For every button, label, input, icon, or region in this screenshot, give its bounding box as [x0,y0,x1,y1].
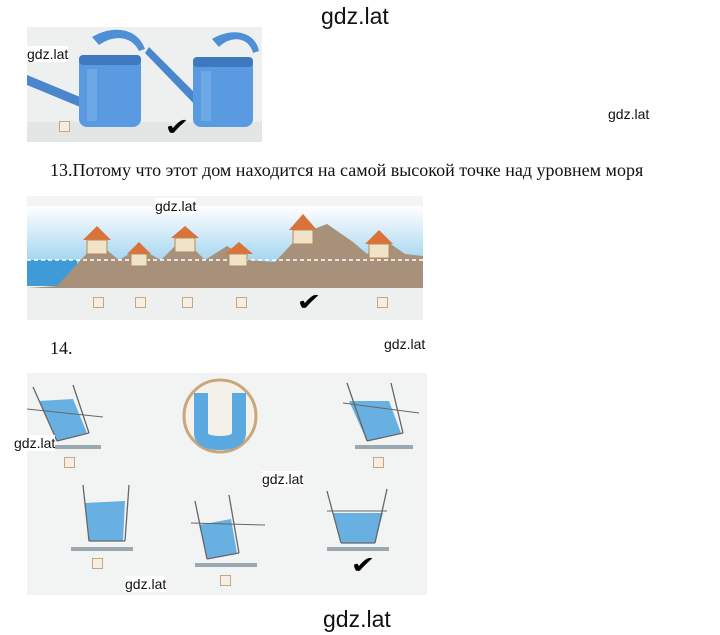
vessel-3-icon [71,484,133,551]
house-6-icon [365,230,393,259]
watermark-top: gdz.lat [321,3,389,30]
houses-illustration [27,196,423,320]
checkbox-house-6[interactable] [377,297,388,308]
checkbox-vessel-4[interactable] [220,575,231,586]
watermark-houses: gdz.lat [155,198,197,214]
house-2-icon [127,242,151,267]
house-5-icon [289,214,317,245]
checkbox-vessel-3[interactable] [92,558,103,569]
checkmark-vessel-6: ✔ [350,551,376,579]
vessel-6-icon [326,488,389,551]
house-1-icon [83,226,111,255]
vessel-2-icon [342,382,420,449]
checkmark-house-5: ✔ [296,288,322,316]
watering-cans-panel: ✔ gdz.lat [27,27,262,142]
watermark-right-2: gdz.lat [384,336,426,352]
house-3-icon [171,226,199,253]
checkmark-can-right: ✔ [164,113,190,141]
watermark-bottom: gdz.lat [323,606,391,633]
vessel-1-icon [26,384,104,449]
checkbox-house-1[interactable] [93,297,104,308]
watering-can-right-icon [145,32,259,127]
question-14-label: 14. [50,338,73,358]
question-13-answer: 13.Потому что этот дом находится на само… [50,160,644,180]
watermark-cans: gdz.lat [27,46,69,62]
watering-can-left-icon [27,29,145,127]
vessels-illustration [26,373,427,595]
watermark-vessels-bottom: gdz.lat [125,576,167,592]
reference-u-tube-icon [182,378,258,454]
watering-cans-illustration [27,27,262,142]
vessel-4-icon [190,494,266,567]
watermark-right-1: gdz.lat [608,106,650,122]
vessels-panel: ✔ gdz.lat gdz.lat gdz.lat [14,373,427,595]
checkbox-vessel-2[interactable] [373,457,384,468]
checkbox-vessel-1[interactable] [64,457,75,468]
checkbox-house-3[interactable] [182,297,193,308]
watermark-vessels-mid: gdz.lat [262,471,304,487]
houses-panel: ✔ gdz.lat [27,196,423,320]
watermark-vessels-left: gdz.lat [14,435,56,451]
checkbox-house-4[interactable] [236,297,247,308]
house-4-icon [225,242,253,267]
checkbox-house-2[interactable] [135,297,146,308]
checkbox-can-left[interactable] [59,121,70,132]
